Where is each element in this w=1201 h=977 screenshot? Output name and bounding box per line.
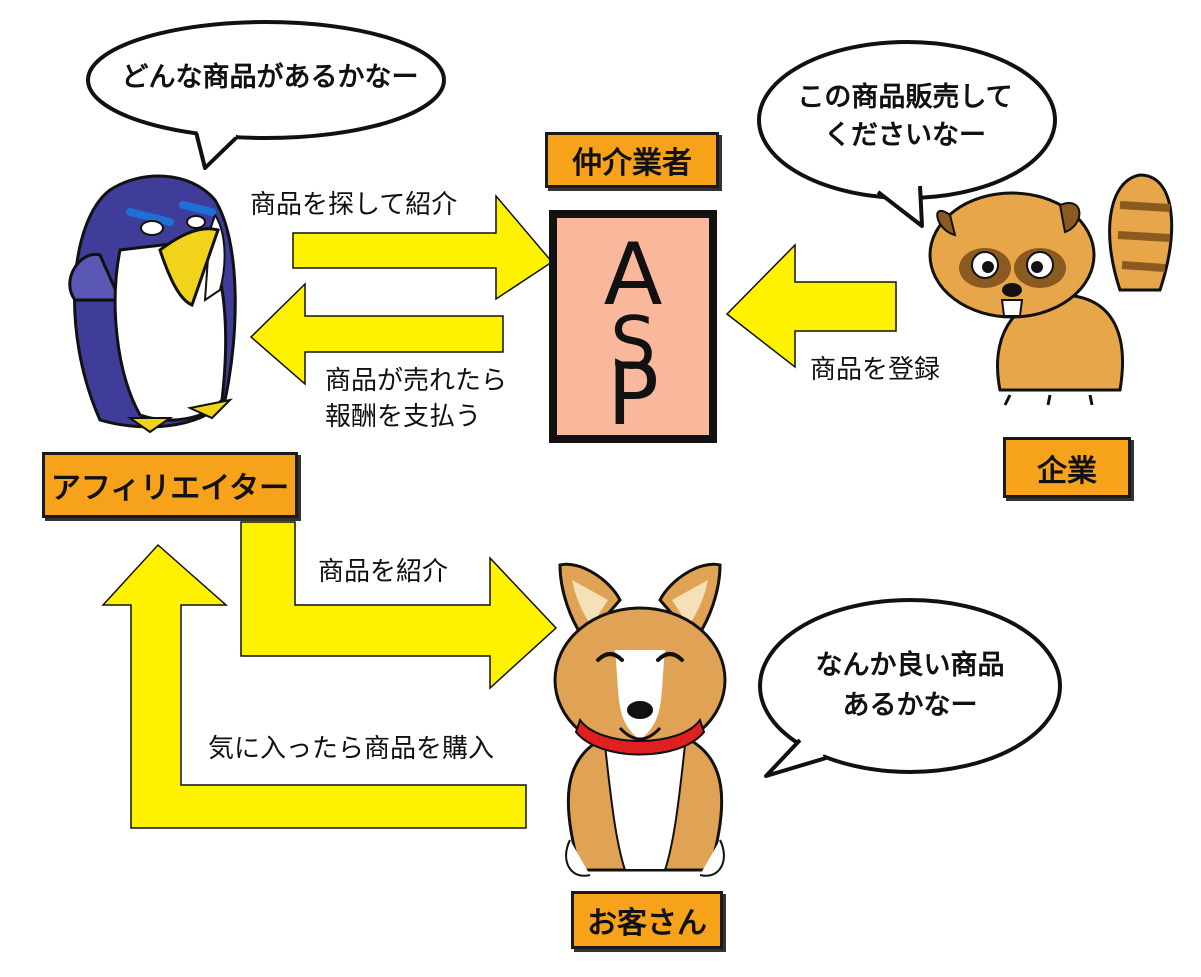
arrow-to-affiliate <box>249 282 504 386</box>
bubble-company-text-2: くださいなー <box>824 120 986 151</box>
bubble-affiliate-text: どんな商品があるかなー <box>121 62 419 93</box>
caption-reward-2: 報酬を支払う <box>325 402 482 432</box>
bubble-company <box>757 40 1057 228</box>
caption-purchase: 気に入ったら商品を購入 <box>208 734 495 764</box>
asp-box <box>549 210 717 443</box>
caption-register: 商品を登録 <box>810 355 941 385</box>
bubble-affiliate <box>86 20 446 170</box>
bubble-company-text-1: この商品販売して <box>797 82 1013 113</box>
arrow-purchase <box>101 543 527 829</box>
tanuki-icon <box>928 173 1174 406</box>
label-customer: お客さん <box>571 891 723 949</box>
arrow-introduce <box>240 521 558 690</box>
caption-introduce: 商品を紹介 <box>318 557 449 587</box>
bubble-customer-text-2: あるかなー <box>842 690 978 721</box>
label-broker: 仲介業者 <box>545 132 719 188</box>
dog-icon <box>553 562 727 877</box>
arrow-to-asp <box>292 193 554 301</box>
bubble-customer <box>758 598 1062 778</box>
caption-reward-1: 商品が売れたら <box>325 366 508 396</box>
asp-letter-p: P <box>607 345 659 445</box>
asp-letter-a: A <box>603 225 663 325</box>
arrow-register <box>725 243 897 369</box>
asp-letter-s: S <box>610 301 656 385</box>
penguin-icon <box>68 174 237 434</box>
label-affiliate: アフィリエイター <box>42 452 298 518</box>
label-company: 企業 <box>1003 437 1131 498</box>
bubble-customer-text-1: なんか良い商品 <box>815 650 1005 681</box>
caption-find-introduce: 商品を探して紹介 <box>250 190 458 220</box>
